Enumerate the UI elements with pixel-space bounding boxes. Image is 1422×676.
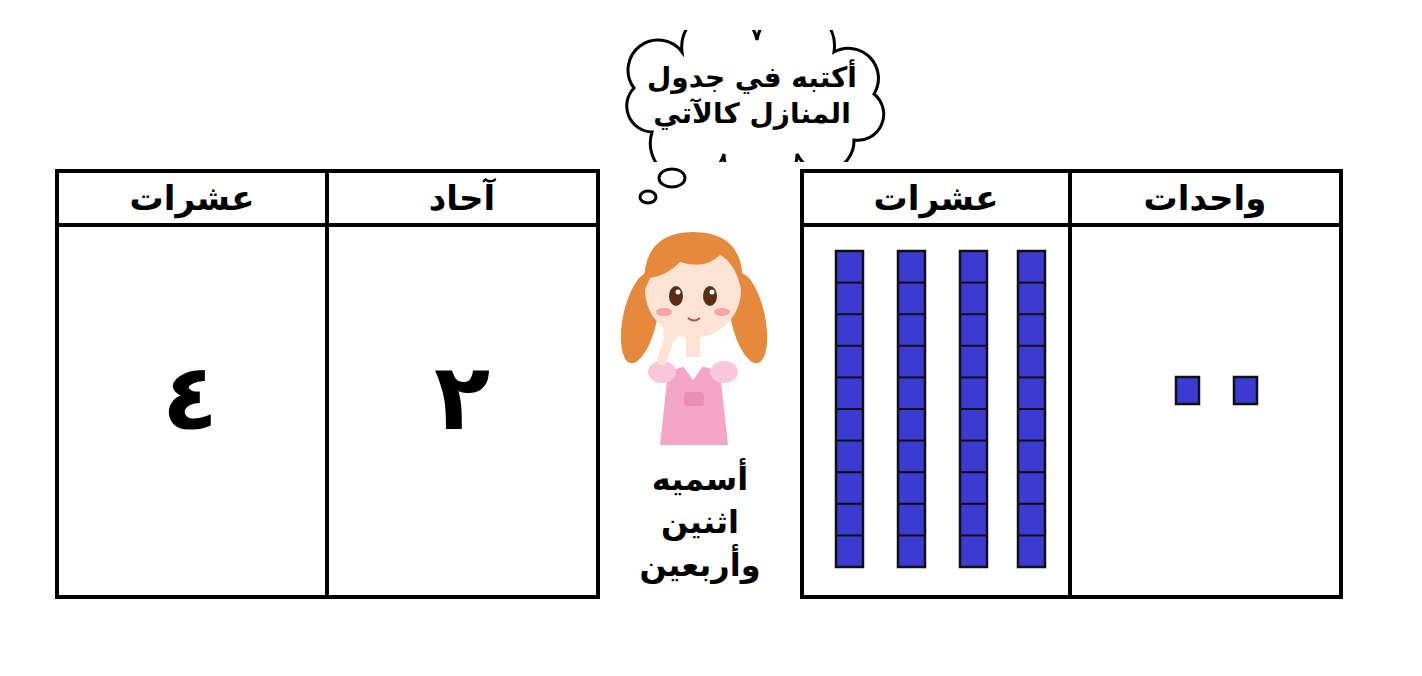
- rod-division: [898, 471, 925, 473]
- ten-rod: [836, 251, 863, 567]
- left-table: [57, 171, 598, 597]
- thought-dots: [640, 169, 685, 203]
- rod-division: [836, 471, 863, 473]
- ten-rod: [1018, 251, 1045, 567]
- digit-cell: ٢: [362, 347, 562, 448]
- base-ten-blocks: [836, 251, 1257, 567]
- right-table: [802, 171, 1341, 597]
- rod-division: [898, 345, 925, 347]
- column-header: واحدات: [1075, 178, 1335, 219]
- rod-division: [960, 471, 987, 473]
- rod-division: [960, 503, 987, 505]
- rod-division: [1018, 408, 1045, 410]
- column-header: عشرات: [806, 178, 1066, 219]
- rod-division: [898, 503, 925, 505]
- rod-division: [836, 313, 863, 315]
- thought-cloud: أكتبه في جدول المنازل كالآتي: [612, 30, 892, 162]
- rod-division: [898, 313, 925, 315]
- cloud-outline: [612, 30, 892, 162]
- rod-division: [898, 376, 925, 378]
- rod-division: [836, 408, 863, 410]
- cloud-path: [627, 30, 884, 162]
- rod-division: [898, 282, 925, 284]
- number-name: أسميه اثنين وأربعين: [625, 458, 775, 588]
- rod-division: [1018, 345, 1045, 347]
- rod-division: [960, 534, 987, 536]
- unit-cube: [1176, 377, 1199, 404]
- rod-division: [898, 534, 925, 536]
- rod-division: [836, 376, 863, 378]
- column-header: آحاد: [332, 178, 592, 219]
- rod-division: [836, 440, 863, 442]
- girl-figure: [614, 232, 774, 445]
- rod-division: [1018, 376, 1045, 378]
- rod-division: [960, 440, 987, 442]
- rod-division: [1018, 503, 1045, 505]
- rod-division: [836, 534, 863, 536]
- rod-division: [960, 408, 987, 410]
- rod-division: [1018, 282, 1045, 284]
- column-header: عشرات: [62, 178, 322, 219]
- rod-division: [898, 440, 925, 442]
- rod-division: [960, 282, 987, 284]
- rod-division: [836, 282, 863, 284]
- rod-division: [898, 408, 925, 410]
- rod-division: [836, 503, 863, 505]
- unit-cube: [1234, 377, 1257, 404]
- ten-rod: [960, 251, 987, 567]
- ten-rod: [898, 251, 925, 567]
- rod-division: [1018, 471, 1045, 473]
- rod-division: [836, 345, 863, 347]
- rod-division: [1018, 440, 1045, 442]
- digit-cell: ٤: [90, 347, 290, 448]
- rod-division: [1018, 313, 1045, 315]
- rod-division: [960, 345, 987, 347]
- rod-division: [960, 376, 987, 378]
- rod-division: [960, 313, 987, 315]
- rod-division: [1018, 534, 1045, 536]
- cloud-text: أكتبه في جدول المنازل كالآتي: [645, 60, 860, 133]
